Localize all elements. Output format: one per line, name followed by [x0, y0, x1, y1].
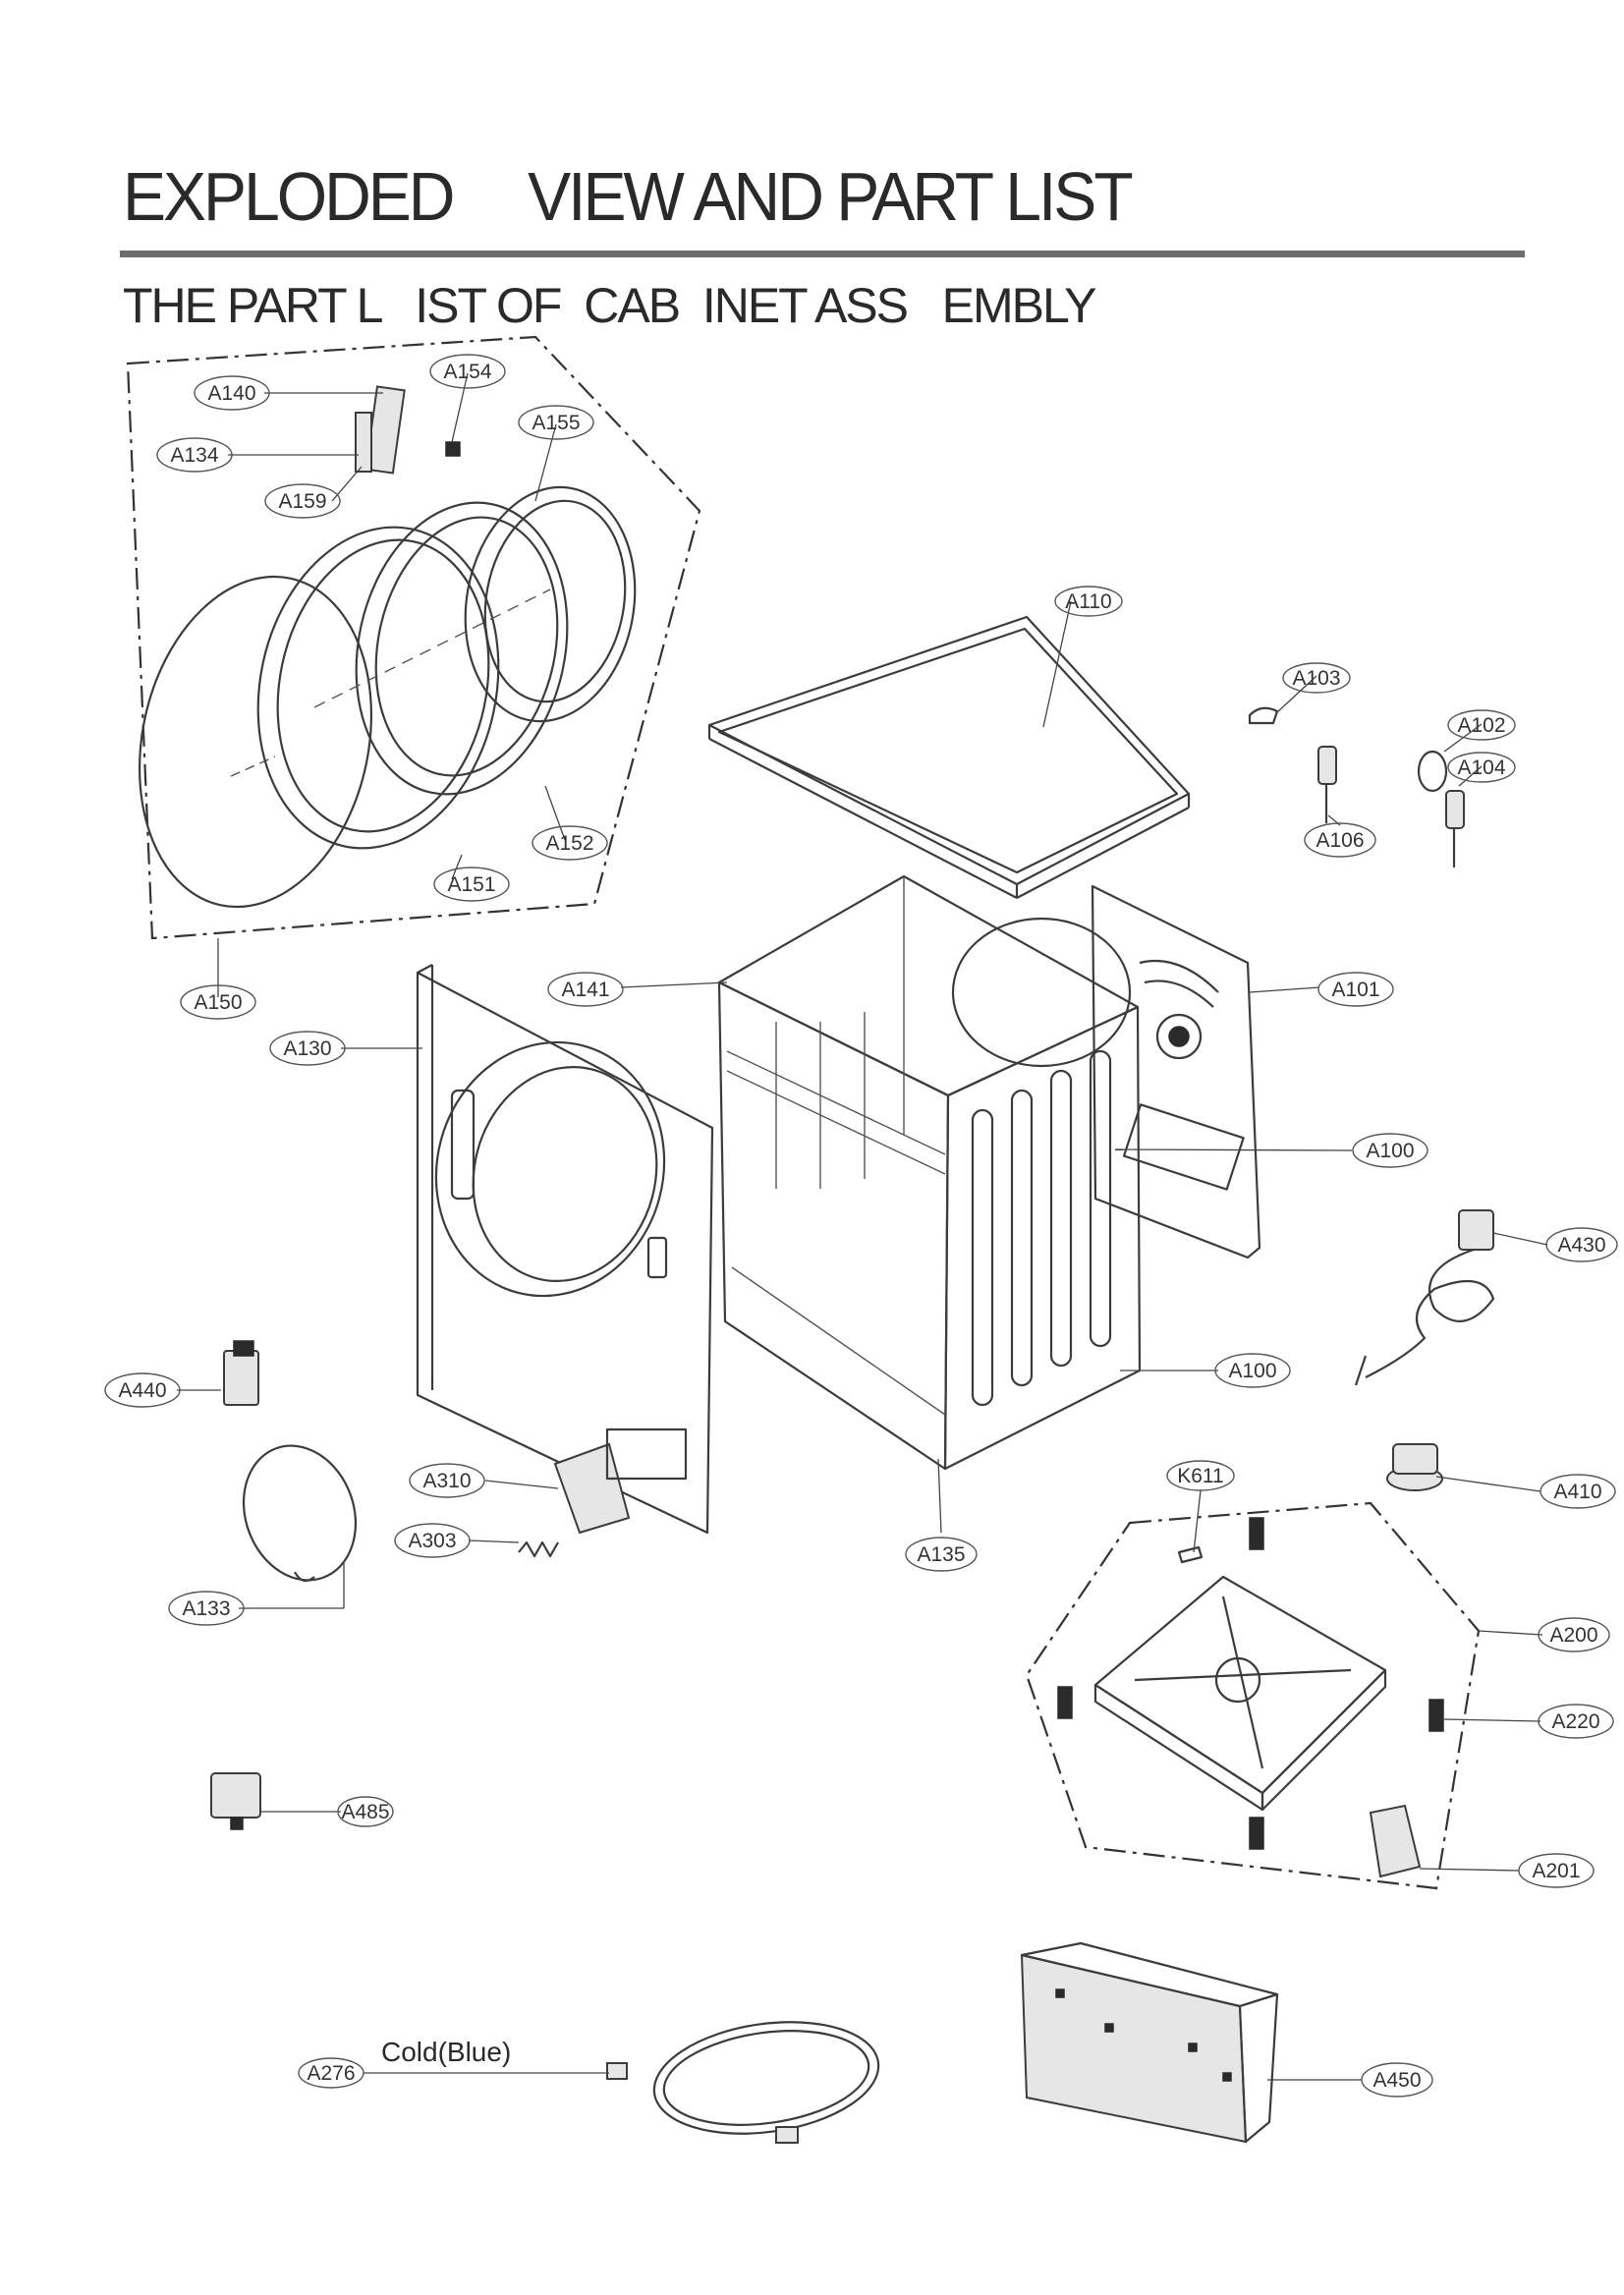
door-cover-part [138, 575, 373, 909]
callout-A150: A150 [180, 984, 256, 1020]
rear-shield-part [1020, 1941, 1279, 2144]
front-panel-part [416, 971, 714, 1535]
screw-part [1177, 1545, 1204, 1564]
svg-text:A134: A134 [170, 444, 218, 467]
svg-text:A106: A106 [1316, 829, 1364, 852]
callout-A100-lower: A100 [1214, 1353, 1291, 1388]
svg-text:A140: A140 [207, 382, 255, 405]
callout-A154: A154 [429, 354, 506, 389]
svg-text:A201: A201 [1532, 1860, 1580, 1882]
svg-text:A155: A155 [532, 412, 580, 434]
svg-text:A450: A450 [1372, 2069, 1421, 2092]
svg-text:A110: A110 [1065, 590, 1112, 613]
svg-text:A101: A101 [1331, 979, 1379, 1001]
svg-text:A135: A135 [917, 1543, 965, 1566]
clamp-ring-part [242, 1444, 358, 1582]
callout-A303: A303 [394, 1523, 471, 1558]
svg-text:A104: A104 [1457, 756, 1505, 779]
svg-text:A276: A276 [307, 2062, 355, 2085]
callout-A135: A135 [905, 1537, 978, 1572]
callout-A102: A102 [1447, 709, 1516, 741]
svg-text:A310: A310 [422, 1470, 471, 1492]
callout-A110: A110 [1054, 586, 1123, 617]
callout-A200: A200 [1538, 1617, 1610, 1652]
callout-A410: A410 [1540, 1474, 1616, 1509]
callout-A450: A450 [1361, 2062, 1433, 2098]
svg-text:A100: A100 [1228, 1360, 1276, 1382]
rear-cover-part [1091, 884, 1261, 1259]
svg-text:A151: A151 [447, 873, 495, 896]
svg-text:A103: A103 [1292, 667, 1340, 690]
svg-text:A150: A150 [194, 991, 242, 1014]
callout-A152: A152 [532, 825, 608, 861]
callout-A140: A140 [194, 375, 270, 411]
page-subtitle: THE PART L IST OF CAB INET ASS EMBLY [123, 278, 1096, 333]
base-assembly-boundary [1025, 1501, 1481, 1890]
callout-K611: K611 [1166, 1460, 1235, 1491]
callout-A106: A106 [1304, 822, 1376, 858]
svg-text:A100: A100 [1366, 1140, 1414, 1162]
inlet-hose-part [606, 2021, 880, 2144]
top-plate-part [707, 615, 1191, 886]
door-inner-ring-part [355, 501, 569, 796]
leveling-feet-part [1057, 1517, 1444, 1850]
svg-text:A152: A152 [545, 832, 593, 855]
svg-text:A102: A102 [1457, 714, 1505, 737]
svg-text:A485: A485 [341, 1801, 389, 1823]
callout-A155: A155 [518, 405, 594, 440]
callout-A100-upper: A100 [1352, 1133, 1428, 1168]
filter-part [210, 1772, 261, 1819]
door-frame-part [256, 526, 500, 850]
clip-part [445, 441, 461, 457]
callout-A130: A130 [269, 1031, 346, 1066]
callout-A151: A151 [433, 867, 510, 902]
svg-text:A220: A220 [1551, 1710, 1599, 1733]
hose-clip-part [1248, 706, 1279, 725]
svg-text:A154: A154 [443, 361, 491, 383]
svg-text:A440: A440 [118, 1379, 166, 1402]
callout-A103: A103 [1282, 662, 1351, 694]
drain-pump-part [1386, 1443, 1443, 1491]
title-divider [120, 251, 1525, 257]
callout-A159: A159 [264, 483, 341, 519]
callout-A134: A134 [156, 437, 233, 473]
detergent-drawer-part [553, 1442, 631, 1535]
hose-note-label: Cold(Blue) [381, 2037, 511, 2067]
svg-text:A410: A410 [1553, 1481, 1601, 1503]
door-assembly-boundary [126, 335, 701, 940]
callout-A310: A310 [409, 1463, 485, 1498]
base-frame-part [1093, 1575, 1387, 1795]
svg-text:A200: A200 [1549, 1624, 1597, 1647]
svg-text:A141: A141 [561, 979, 609, 1001]
svg-text:A303: A303 [408, 1530, 456, 1552]
door-glass-part [464, 485, 637, 723]
svg-text:A430: A430 [1557, 1234, 1605, 1257]
svg-text:K611: K611 [1177, 1465, 1224, 1487]
callout-A201: A201 [1518, 1853, 1595, 1888]
callout-A276: A276 [298, 2057, 364, 2089]
svg-text:A133: A133 [182, 1597, 230, 1620]
callout-A485: A485 [337, 1796, 394, 1827]
callout-A101: A101 [1317, 972, 1394, 1007]
cabinet-part [717, 874, 1140, 1097]
callout-A141: A141 [547, 972, 624, 1007]
bracket-part [1369, 1804, 1422, 1878]
door-lock-part [223, 1350, 259, 1406]
spring-part [518, 1540, 559, 1558]
callout-A220: A220 [1538, 1704, 1614, 1739]
svg-text:A130: A130 [283, 1037, 331, 1060]
callout-A104: A104 [1447, 752, 1516, 783]
svg-text:A159: A159 [278, 490, 326, 513]
power-cord-part [1354, 1209, 1495, 1386]
pressure-switch-part [1317, 746, 1337, 823]
page-title: EXPLODED VIEW AND PART LIST [123, 158, 1134, 235]
callout-A430: A430 [1545, 1227, 1618, 1262]
callout-A133: A133 [168, 1591, 245, 1626]
callout-A440: A440 [104, 1372, 181, 1408]
